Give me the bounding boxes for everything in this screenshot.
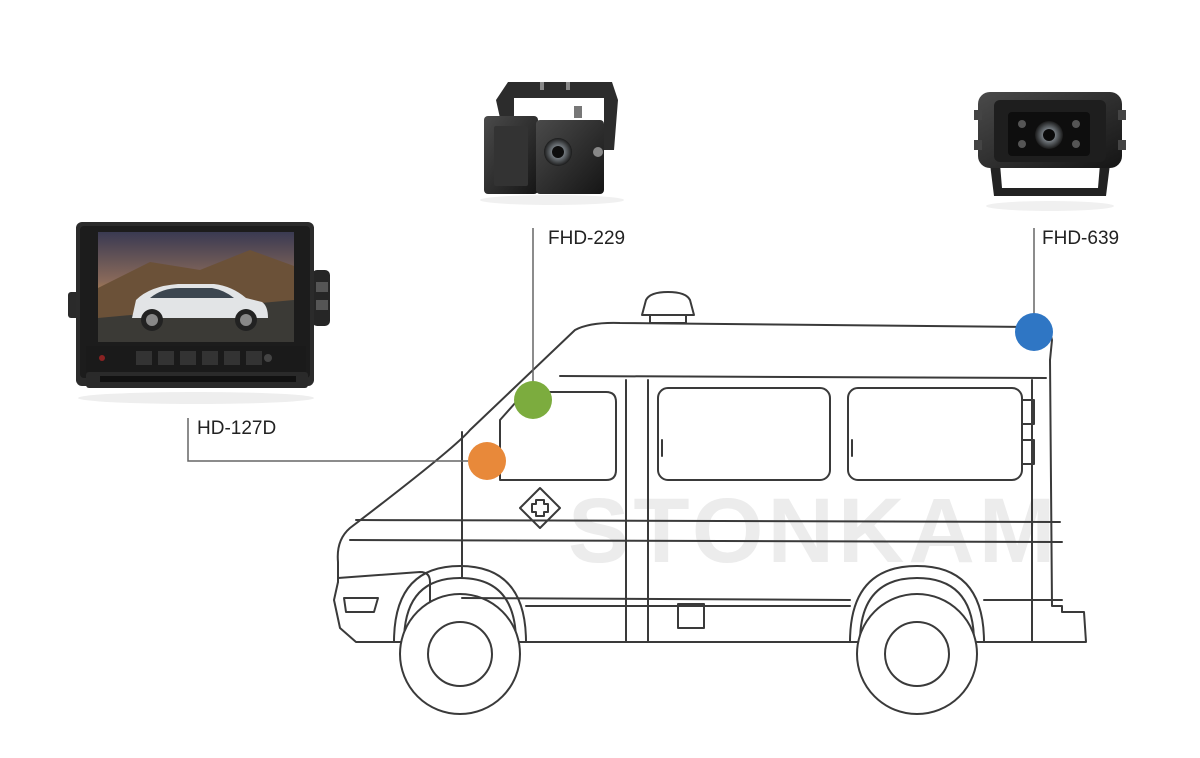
ambulance-van bbox=[333, 291, 1087, 715]
leader-line-monitor bbox=[187, 418, 468, 462]
marker-dot-fhd-639 bbox=[1015, 313, 1053, 351]
marker-dot-monitor bbox=[468, 442, 506, 480]
camera-fhd-229-image bbox=[480, 82, 624, 205]
monitor-model-label: HD-127D bbox=[197, 418, 277, 439]
leader-lines bbox=[187, 228, 1035, 462]
monitor-image bbox=[68, 222, 330, 404]
marker-dot-fhd-229 bbox=[514, 381, 552, 419]
watermark-text: STONKAM bbox=[568, 480, 1059, 582]
camera-fhd-229-label: FHD-229 bbox=[548, 228, 626, 249]
camera-fhd-639-label: FHD-639 bbox=[1042, 228, 1120, 249]
camera-fhd-639-image bbox=[974, 92, 1126, 211]
